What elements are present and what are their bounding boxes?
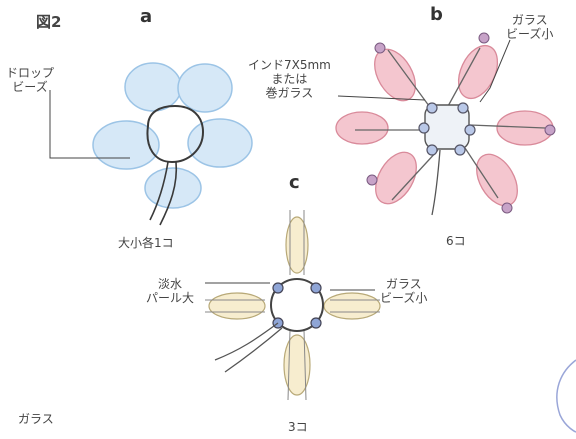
drop-bead-petal: [145, 168, 201, 208]
label-count-a: 大小各1コ: [118, 236, 174, 250]
drop-bead-petal: [188, 119, 252, 167]
label-indo-bead: インド7X5mm または 巻ガラス: [248, 58, 331, 100]
pearl-petal: [324, 293, 380, 319]
label-glass-bead-c: ガラス ビーズ小: [380, 277, 427, 305]
glass-bead: [455, 145, 465, 155]
glass-bead: [458, 103, 468, 113]
label-count-c: 3コ: [288, 420, 308, 434]
pearl-petal: [209, 293, 265, 319]
label-glass-bead-b: ガラス ビーズ小: [506, 13, 553, 41]
tip-bead: [367, 175, 377, 185]
tip-bead: [545, 125, 555, 135]
wire-ends: [215, 323, 282, 372]
panel-letter-a: a: [140, 10, 152, 24]
petal-b: [468, 147, 525, 212]
panel-letter-b: b: [430, 8, 443, 22]
tip-bead: [479, 33, 489, 43]
glass-bead: [465, 125, 475, 135]
pearl-petal: [286, 217, 308, 273]
flower-b: [336, 33, 555, 215]
flower-c: [205, 210, 380, 400]
figure-title: 図2: [36, 15, 61, 29]
glass-bead: [427, 145, 437, 155]
glass-bead: [311, 283, 321, 293]
tip-bead: [502, 203, 512, 213]
label-glass-bottom: ガラス: [18, 412, 54, 426]
glass-bead: [427, 103, 437, 113]
panel-letter-c: c: [289, 176, 300, 190]
label-drop-beads: ドロップ ビーズ: [6, 66, 54, 94]
flower-a: [50, 63, 252, 225]
glass-bead: [419, 123, 429, 133]
wire-ends: [432, 150, 440, 215]
tip-bead: [375, 43, 385, 53]
glass-bead: [311, 318, 321, 328]
label-pearl: 淡水 パール大: [146, 277, 194, 305]
drop-bead-petal: [178, 64, 232, 112]
partial-sketch: [557, 360, 576, 432]
label-count-b: 6コ: [446, 234, 466, 248]
glass-bead: [273, 283, 283, 293]
petal-b: [336, 112, 388, 144]
drop-bead-petal: [125, 63, 181, 111]
